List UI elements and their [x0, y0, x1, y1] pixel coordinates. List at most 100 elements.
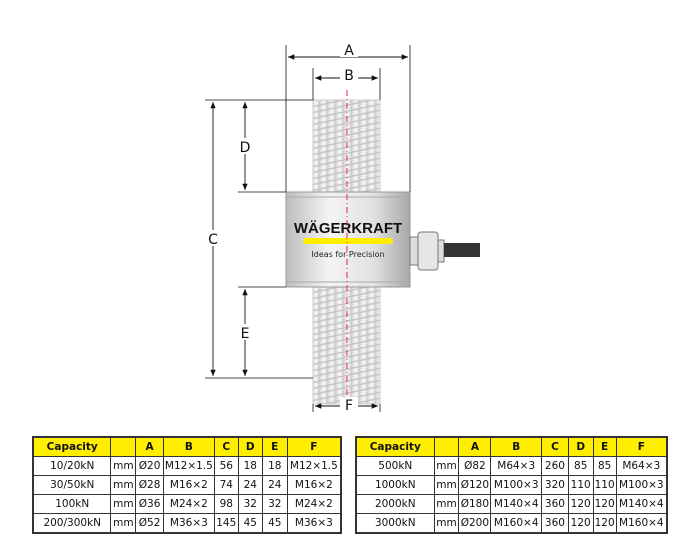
header-d: D [237, 436, 263, 457]
table-header-row: Capacity A B C D E F [355, 436, 668, 457]
cell-unit: mm [110, 456, 137, 476]
cable-gland-icon [409, 231, 480, 271]
cell-c: 360 [541, 513, 569, 534]
header-f: F [615, 436, 668, 457]
cell-c: 74 [213, 475, 239, 495]
header-b: B [162, 436, 215, 457]
cell-b: M64×3 [490, 456, 543, 476]
dim-label-c: C [208, 232, 218, 248]
dim-label-b: B [344, 68, 354, 84]
cell-capacity: 200/300kN [32, 513, 112, 534]
cell-a: Ø120 [458, 475, 492, 495]
cell-e: 120 [592, 513, 617, 534]
cell-a: Ø36 [135, 494, 164, 514]
header-capacity: Capacity [355, 436, 435, 457]
cell-capacity: 100kN [32, 494, 112, 514]
header-e: E [592, 436, 617, 457]
header-a: A [458, 436, 492, 457]
cell-b: M12×1.5 [162, 456, 215, 476]
cell-unit: mm [110, 494, 137, 514]
cell-d: 110 [567, 475, 594, 495]
cell-unit: mm [433, 494, 460, 514]
lower-threaded-rod [312, 286, 381, 405]
cell-capacity: 30/50kN [32, 475, 112, 495]
cell-f: M140×4 [615, 494, 668, 514]
cell-f: M24×2 [286, 494, 342, 514]
cell-capacity: 10/20kN [32, 456, 112, 476]
cell-c: 56 [213, 456, 239, 476]
cell-a: Ø180 [458, 494, 492, 514]
cell-c: 320 [541, 475, 569, 495]
cell-e: 24 [261, 475, 288, 495]
cell-unit: mm [433, 456, 460, 476]
load-cell-drawing: WÄGERKRAFT Ideas for Precision A B C D E… [205, 43, 480, 414]
cell-f: M100×3 [615, 475, 668, 495]
cell-c: 260 [541, 456, 569, 476]
cell-capacity: 2000kN [355, 494, 435, 514]
cell-capacity: 1000kN [355, 475, 435, 495]
cell-e: 120 [592, 494, 617, 514]
cell-b: M24×2 [162, 494, 215, 514]
cell-d: 18 [237, 456, 263, 476]
dim-label-a: A [344, 43, 354, 59]
dim-label-d: D [240, 140, 251, 156]
cell-f: M36×3 [286, 513, 342, 534]
header-unit [433, 436, 460, 457]
header-capacity: Capacity [32, 436, 112, 457]
cell-d: 85 [567, 456, 594, 476]
cell-d: 32 [237, 494, 263, 514]
cell-f: M160×4 [615, 513, 668, 534]
header-c: C [541, 436, 569, 457]
cell-capacity: 3000kN [355, 513, 435, 534]
cell-c: 145 [213, 513, 239, 534]
cell-a: Ø200 [458, 513, 492, 534]
cell-e: 110 [592, 475, 617, 495]
cell-c: 360 [541, 494, 569, 514]
dim-label-f: F [345, 398, 353, 414]
brand-underline [303, 238, 393, 244]
cell-b: M16×2 [162, 475, 215, 495]
header-e: E [261, 436, 288, 457]
cell-b: M36×3 [162, 513, 215, 534]
cell-unit: mm [110, 513, 137, 534]
cell-e: 18 [261, 456, 288, 476]
cell-b: M140×4 [490, 494, 543, 514]
brand-logo: WÄGERKRAFT [294, 220, 402, 237]
cell-d: 120 [567, 513, 594, 534]
cell-unit: mm [433, 513, 460, 534]
cell-f: M12×1.5 [286, 456, 342, 476]
table-header-row: Capacity A B C D E F [32, 436, 342, 457]
cell-unit: mm [110, 475, 137, 495]
cell-b: M160×4 [490, 513, 543, 534]
cell-f: M64×3 [615, 456, 668, 476]
cell-capacity: 500kN [355, 456, 435, 476]
cell-f: M16×2 [286, 475, 342, 495]
cell-e: 32 [261, 494, 288, 514]
cell-d: 120 [567, 494, 594, 514]
cell-a: Ø20 [135, 456, 164, 476]
cell-e: 85 [592, 456, 617, 476]
cell-a: Ø52 [135, 513, 164, 534]
header-c: C [213, 436, 239, 457]
header-b: B [490, 436, 543, 457]
header-unit [110, 436, 137, 457]
header-d: D [567, 436, 594, 457]
cell-a: Ø82 [458, 456, 492, 476]
header-a: A [135, 436, 164, 457]
cell-e: 45 [261, 513, 288, 534]
cell-unit: mm [433, 475, 460, 495]
cell-a: Ø28 [135, 475, 164, 495]
cell-d: 45 [237, 513, 263, 534]
header-f: F [286, 436, 342, 457]
